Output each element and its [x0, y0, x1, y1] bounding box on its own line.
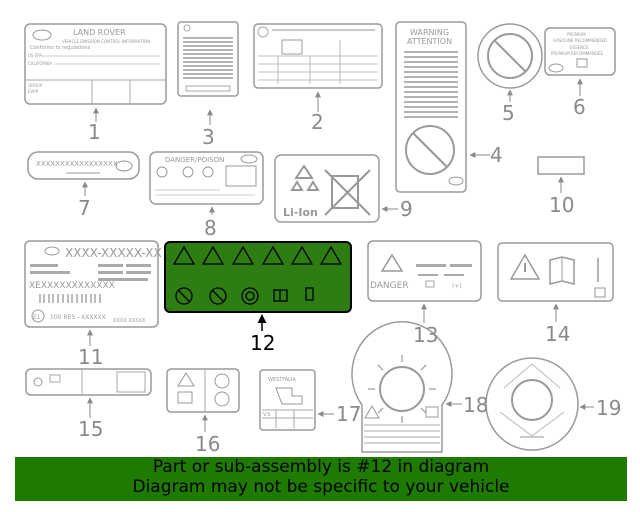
part-5-airbag-disc[interactable] [477, 23, 543, 89]
land-rover-text: LAND ROVER [73, 28, 126, 37]
svg-text:PREMIUM RECOMMANDÉE: PREMIUM RECOMMANDÉE [551, 51, 603, 56]
callout-3[interactable]: 3 [202, 125, 215, 149]
part-14-read-manual-label[interactable] [497, 242, 614, 302]
callout-18[interactable]: 18 [463, 393, 489, 417]
svg-text:WESTFALIA: WESTFALIA [268, 377, 296, 383]
svg-text:V.S: V.S [263, 412, 271, 418]
svg-text:WARNING: WARNING [410, 28, 449, 37]
part-1-emission-label[interactable]: LAND ROVER VEHICLE EMISSION CONTROL INFO… [24, 23, 167, 105]
svg-text:DANGER/POISON: DANGER/POISON [165, 156, 224, 164]
callout-17[interactable]: 17 [336, 402, 362, 426]
callout-12[interactable]: 12 [250, 331, 276, 355]
svg-text:XXXXXXXXXXXXXXXXX: XXXXXXXXXXXXXXXXX [36, 160, 118, 168]
svg-text:US EPA: US EPA [28, 53, 42, 58]
part-6-fuel-label[interactable]: PREMIUM GASOLINE RECOMMENDED ESSENCE PRE… [544, 27, 616, 76]
part-7-serial-label[interactable]: XXXXXXXXXXXXXXXXX [27, 151, 140, 180]
part-4-airbag-warning-label[interactable]: WARNING ATTENTION [395, 21, 467, 193]
callout-2[interactable]: 2 [311, 110, 324, 134]
callout-19[interactable]: 19 [596, 396, 622, 420]
callout-15[interactable]: 15 [78, 417, 104, 441]
part-9-li-ion-label[interactable]: Li-Ion [274, 154, 380, 223]
svg-text:GROUP: GROUP [28, 83, 43, 88]
conforms-text: Conforms to regulations [30, 45, 91, 51]
callout-10[interactable]: 10 [549, 193, 575, 217]
part-8-battery-danger-label[interactable]: DANGER/POISON [149, 151, 264, 205]
part-2-tire-placard[interactable] [253, 23, 383, 89]
part-16-fan-warning-label[interactable] [166, 368, 240, 413]
part-11-vin-label[interactable]: XXXX-XXXXX-XX XEXXXXXXXXXXXX E1 100 RES … [24, 240, 162, 328]
callout-6[interactable]: 6 [573, 95, 586, 119]
svg-text:XXXX-XXXXX-XX: XXXX-XXXXX-XX [65, 246, 162, 260]
svg-text:(+): (+) [452, 283, 462, 290]
callout-9[interactable]: 9 [400, 197, 413, 221]
callout-16[interactable]: 16 [195, 432, 221, 456]
svg-text:Li-Ion: Li-Ion [283, 206, 318, 219]
part-13-danger-label[interactable]: DANGER (+) [367, 240, 482, 302]
svg-text:ESSENCE: ESSENCE [570, 45, 589, 50]
callout-11[interactable]: 11 [78, 345, 104, 369]
callout-14[interactable]: 14 [545, 322, 571, 346]
svg-text:ATTENTION: ATTENTION [407, 37, 452, 46]
banner-line-1: Part or sub-assembly is #12 in diagram [152, 457, 490, 477]
callout-1[interactable]: 1 [88, 120, 101, 144]
callout-13[interactable]: 13 [413, 323, 439, 347]
callout-4[interactable]: 4 [490, 143, 503, 167]
part-10-blank-label[interactable] [537, 156, 585, 175]
svg-text:DANGER: DANGER [370, 281, 409, 291]
callout-8[interactable]: 8 [204, 216, 217, 240]
part-12-warning-label-highlighted[interactable] [164, 241, 352, 313]
part-18-round-label[interactable] [351, 321, 453, 453]
part-15-info-label[interactable] [25, 368, 152, 396]
svg-text:GASOLINE RECOMMENDED: GASOLINE RECOMMENDED [553, 38, 607, 43]
banner-line-2: Diagram may not be specific to your vehi… [132, 477, 510, 497]
info-banner: Part or sub-assembly is #12 in diagram D… [15, 457, 627, 501]
part-3-tyre-label[interactable] [177, 21, 239, 97]
svg-text:CALIFORNIA: CALIFORNIA [28, 61, 52, 66]
callout-5[interactable]: 5 [502, 101, 515, 125]
svg-text:PREMIUM: PREMIUM [567, 32, 586, 37]
svg-text:EVAP: EVAP [28, 89, 39, 94]
svg-text:100 RES - XXXXXX: 100 RES - XXXXXX [50, 314, 106, 321]
svg-text:XEXXXXXXXXXXXX: XEXXXXXXXXXXXX [29, 281, 115, 291]
svg-text:XXXX XXXXX: XXXX XXXXX [113, 318, 146, 324]
callout-7[interactable]: 7 [78, 196, 91, 220]
part-19-circle-label[interactable] [485, 357, 579, 451]
emission-text: VEHICLE EMISSION CONTROL INFORMATION [62, 39, 150, 44]
svg-text:E1: E1 [33, 314, 41, 321]
part-17-westfalia-label[interactable]: WESTFALIA V.S [259, 369, 316, 431]
